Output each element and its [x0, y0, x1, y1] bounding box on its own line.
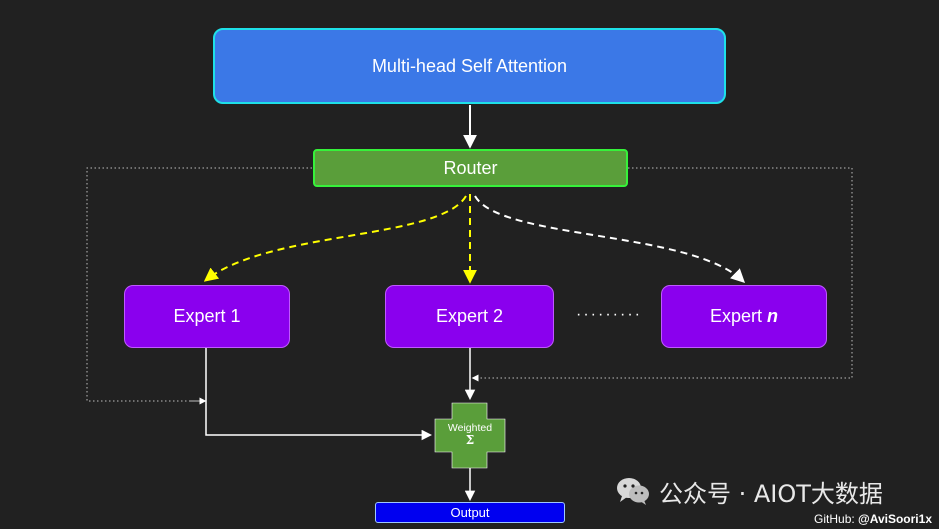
- expert-1-block: Expert 1: [124, 285, 290, 348]
- bypass-loop-outline: [86, 167, 312, 402]
- expert-n-block: Expert n: [661, 285, 827, 348]
- router-label: Router: [443, 157, 498, 178]
- combiner-label: Weighted: [447, 422, 493, 434]
- github-credit: GitHub: @AviSoori1x: [814, 512, 932, 526]
- attention-label: Multi-head Self Attention: [371, 55, 568, 76]
- router-block: Router: [313, 149, 628, 187]
- sigma-symbol: Σ: [465, 433, 475, 447]
- credit-prefix: GitHub:: [814, 512, 855, 526]
- route-to-expert-1: [203, 195, 467, 282]
- ellipsis-dots: ·········: [576, 306, 642, 323]
- watermark-text: 公众号 · AIOT大数据: [659, 479, 883, 508]
- combiner-shape: [434, 402, 506, 469]
- attention-block: Multi-head Self Attention: [213, 28, 726, 104]
- output-block: Output: [375, 502, 565, 523]
- expert-n-label: Expert: [709, 306, 763, 326]
- output-label: Output: [450, 505, 490, 520]
- wechat-icon: [617, 478, 649, 505]
- combiner-block: Weighted Σ: [435, 422, 505, 446]
- bypass-loop-right: [471, 167, 853, 382]
- credit-handle: @AviSoori1x: [858, 512, 932, 526]
- expert-2-block: Expert 2: [385, 285, 554, 348]
- expert-n-variable: n: [767, 306, 779, 326]
- expert-2-label: Expert 2: [435, 306, 504, 326]
- expert-1-label: Expert 1: [173, 306, 241, 326]
- route-to-expert-n: [474, 195, 746, 283]
- expert-1-to-combiner: [205, 348, 433, 441]
- watermark: 公众号 · AIOT大数据: [615, 474, 883, 508]
